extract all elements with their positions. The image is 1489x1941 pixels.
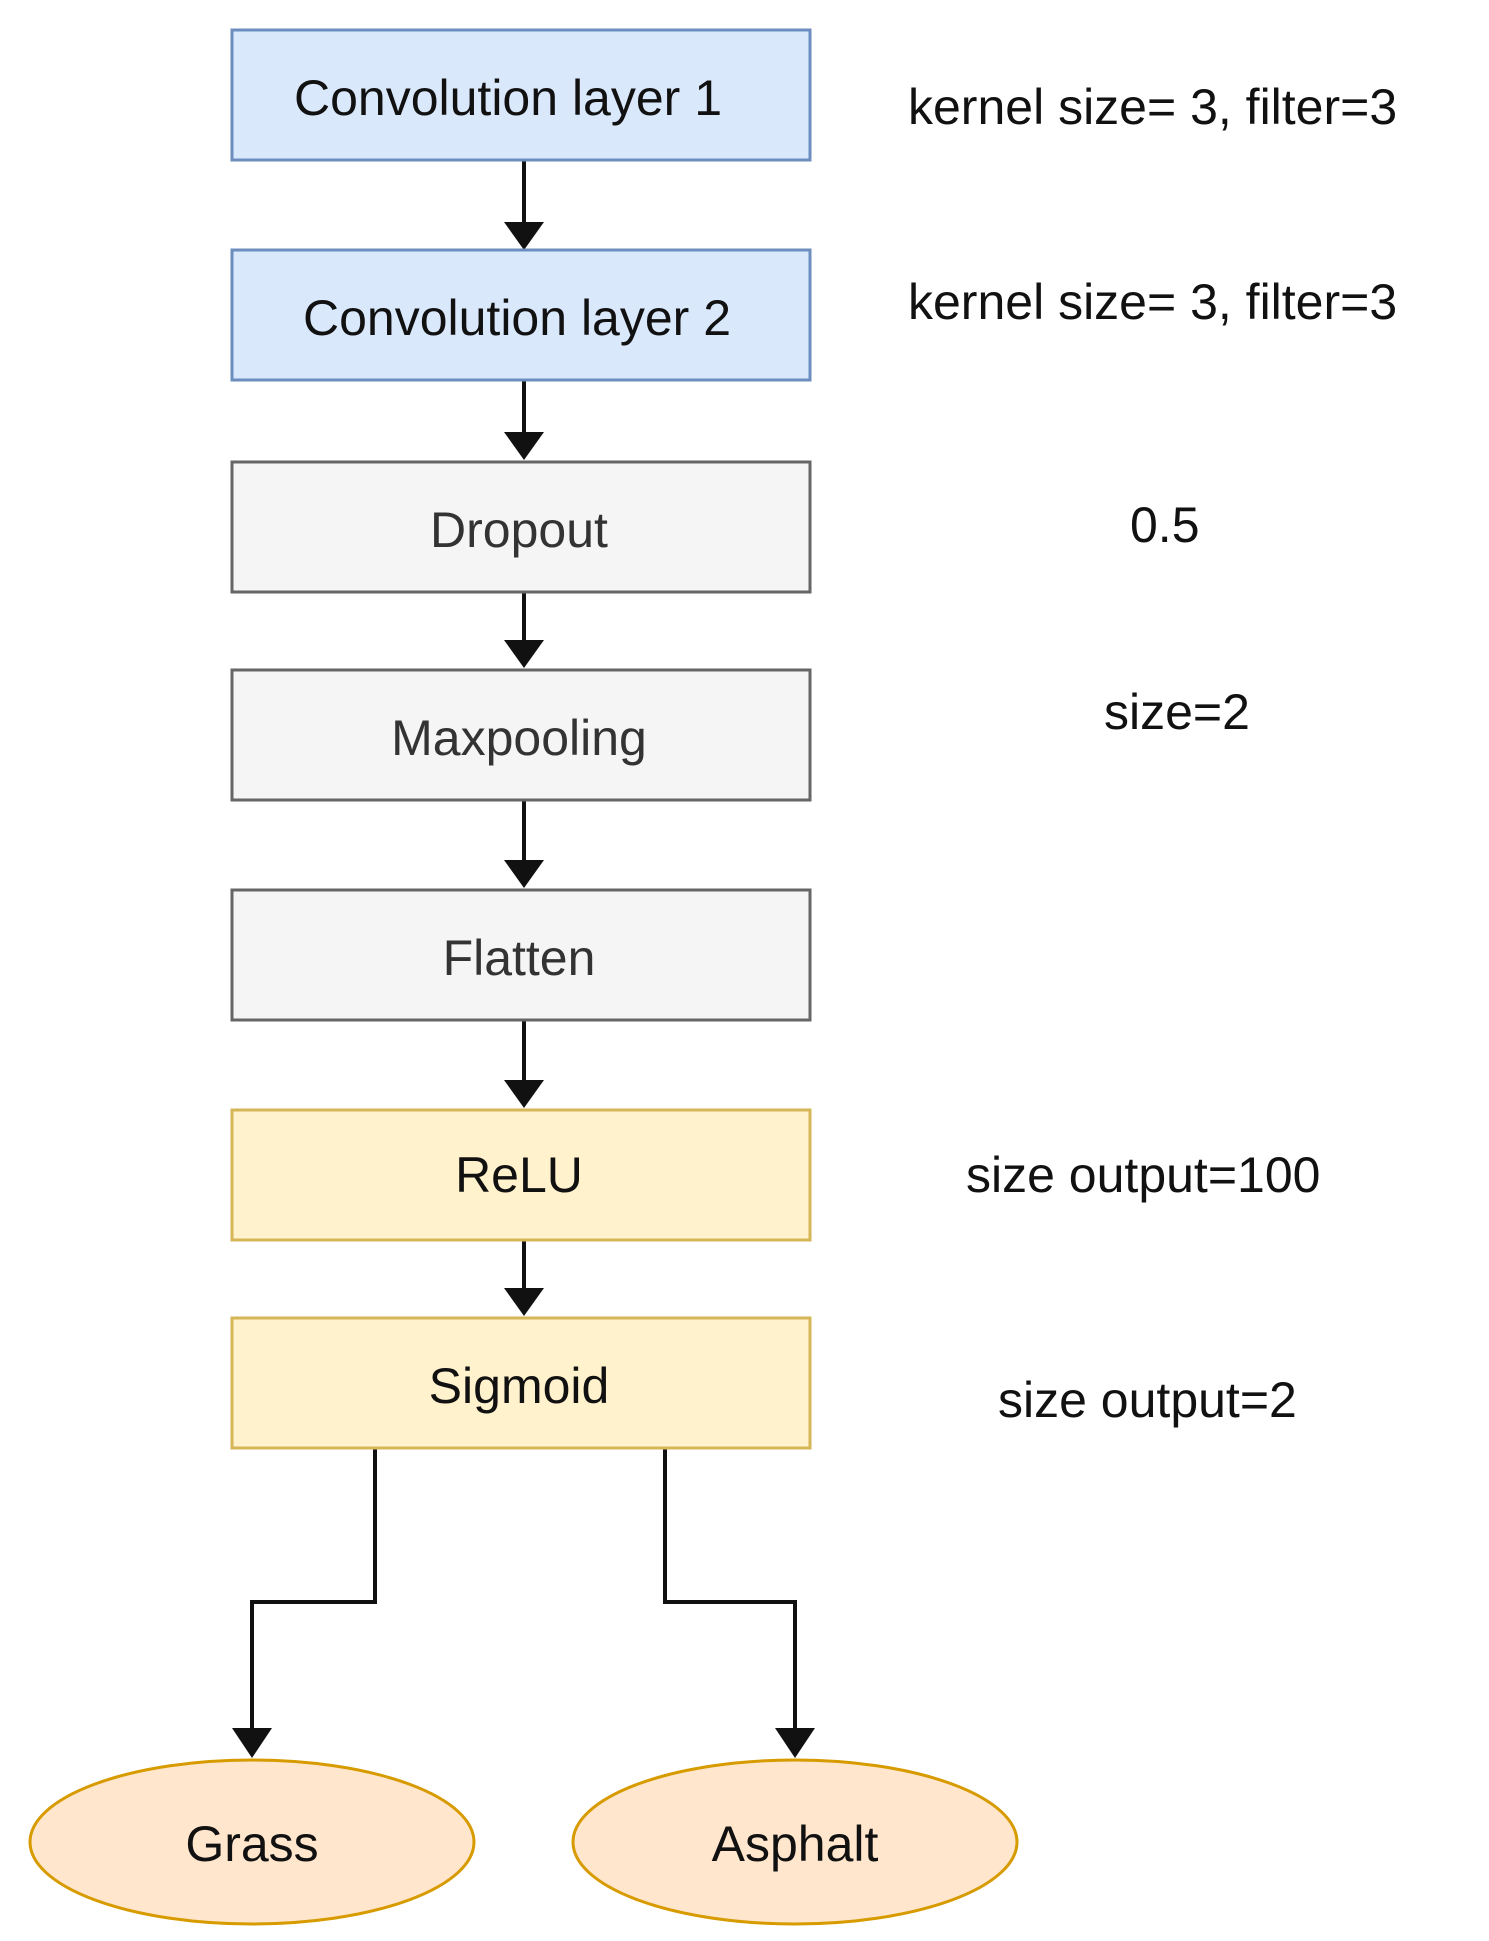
layer-flatten: Flatten — [230, 888, 812, 1022]
maxpool-param: size=2 — [1104, 684, 1250, 740]
edges — [232, 160, 815, 1758]
conv1-label: Convolution layer 1 — [294, 70, 722, 126]
arrowhead-relu — [504, 1080, 544, 1108]
edge-sigmoid-asphalt — [663, 1448, 797, 1732]
grass-ellipse — [28, 1758, 476, 1926]
arrowhead-maxpool — [504, 640, 544, 668]
conv1-param: kernel size= 3, filter=3 — [908, 79, 1397, 135]
conv2-box — [230, 248, 812, 382]
arrowhead-dropout — [504, 432, 544, 460]
relu-box — [230, 1108, 812, 1242]
layer-conv1: Convolution layer 1 — [230, 28, 812, 162]
output-asphalt: Asphalt — [571, 1758, 1019, 1926]
edge-sigmoid-grass — [250, 1448, 377, 1732]
asphalt-ellipse — [571, 1758, 1019, 1926]
maxpool-label: Maxpooling — [391, 710, 647, 766]
dropout-box — [230, 460, 812, 594]
arrowhead-asphalt — [775, 1728, 815, 1758]
dropout-param: 0.5 — [1130, 497, 1200, 553]
dropout-label: Dropout — [430, 502, 608, 558]
conv2-param: kernel size= 3, filter=3 — [908, 274, 1397, 330]
sigmoid-label: Sigmoid — [429, 1358, 610, 1414]
sigmoid-box — [230, 1316, 812, 1450]
layer-conv2: Convolution layer 2 — [230, 248, 812, 382]
grass-label: Grass — [185, 1816, 318, 1872]
layer-maxpool: Maxpooling — [230, 668, 812, 802]
asphalt-label: Asphalt — [712, 1816, 879, 1872]
arrowhead-conv2 — [504, 222, 544, 250]
arrowhead-grass — [232, 1728, 272, 1758]
arrowhead-flatten — [504, 860, 544, 888]
layer-relu: ReLU — [230, 1108, 812, 1242]
conv2-label: Convolution layer 2 — [303, 290, 731, 346]
layer-dropout: Dropout — [230, 460, 812, 594]
output-grass: Grass — [28, 1758, 476, 1926]
sigmoid-param: size output=2 — [998, 1372, 1297, 1428]
relu-param: size output=100 — [966, 1147, 1320, 1203]
flatten-label: Flatten — [443, 930, 596, 986]
conv1-box — [230, 28, 812, 162]
layer-sigmoid: Sigmoid — [230, 1316, 812, 1450]
flatten-box — [230, 888, 812, 1022]
param-annotations: kernel size= 3, filter=3 kernel size= 3,… — [908, 79, 1397, 1428]
relu-label: ReLU — [455, 1147, 583, 1203]
arrowhead-sigmoid — [504, 1288, 544, 1316]
maxpool-box — [230, 668, 812, 802]
